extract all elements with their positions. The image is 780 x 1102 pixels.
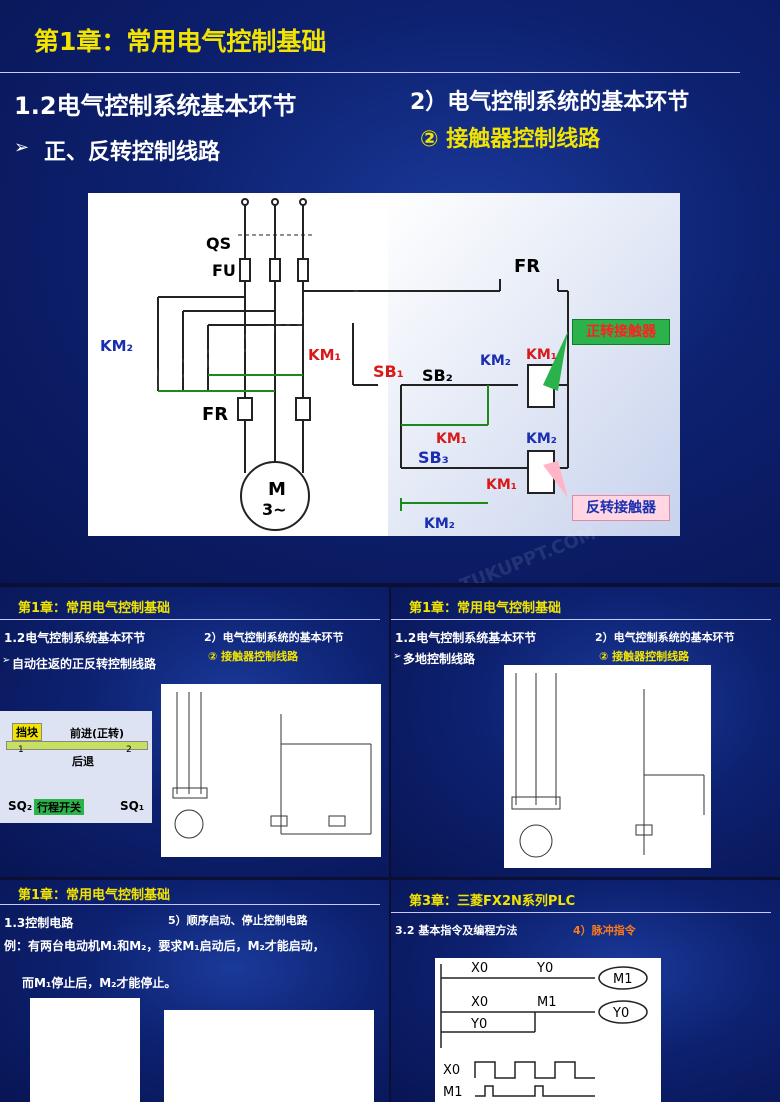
- label-km2-left: KM₂: [100, 337, 133, 355]
- thumb2-sub-item: ② 接触器控制线路: [599, 650, 690, 663]
- label-sb2: SB₂: [422, 366, 453, 385]
- ladder-x0a: X0: [471, 961, 488, 976]
- thumb3-sub-heading: 5）顺序启动、停止控制电路: [168, 914, 308, 927]
- thumb3-text2: 而M₁停止后，M₂才能停止。: [22, 976, 177, 990]
- label-km2-coil: KM₂: [526, 431, 557, 447]
- thumb4-sub-item: 4）脉冲指令: [573, 924, 636, 937]
- thumb3-circuit-right: [164, 1010, 374, 1102]
- thumb-slide-4[interactable]: 第3章：三菱FX2N系列PLC 3.2 基本指令及编程方法 4）脉冲指令 X0 …: [391, 880, 780, 1102]
- label-km2-bottom: KM₂: [424, 516, 455, 532]
- callout-forward-box: 正转接触器: [572, 319, 670, 345]
- thumb1-sq1: SQ₁: [120, 799, 145, 813]
- sub-item: ② 接触器控制线路: [420, 127, 601, 152]
- thumb3-text1: 例：有两台电动机M₁和M₂，要求M₁启动后，M₂才能启动，: [4, 939, 325, 953]
- thumb1-sub-heading: 2）电气控制系统的基本环节: [204, 631, 344, 644]
- thumb1-divider: [0, 619, 380, 620]
- thumb3-circuit-left: [30, 998, 140, 1102]
- thumb1-n2: 2: [126, 745, 132, 755]
- motor-3-label: 3~: [262, 500, 287, 519]
- thumb2-bullet: 多地控制线路: [403, 652, 476, 666]
- circuit-diagram: QS FU FR KM₂ KM₁ FR M 3~ SB₁ SB₂ KM₂ KM₁…: [88, 193, 680, 536]
- callout-reverse-text: 反转接触器: [586, 500, 656, 516]
- bullet-text: 正、反转控制线路: [44, 140, 221, 165]
- ladder-y0c: Y0: [470, 1017, 487, 1032]
- motor-symbol: [240, 461, 310, 531]
- thumb4-ladder-svg: X0 Y0 M1 X0 M1 Y0 Y0 X0 M1: [440, 961, 648, 1100]
- label-fr-top: FR: [514, 256, 540, 277]
- grid-separator-v: [389, 587, 391, 1102]
- thumb1-arrow-icon: ➢: [2, 655, 11, 666]
- section-title: 1.2电气控制系统基本环节: [14, 92, 297, 120]
- grid-separator-h2: [0, 877, 780, 880]
- ladder-y0a: Y0: [536, 961, 553, 976]
- label-fr-left: FR: [202, 404, 228, 425]
- thumb-slide-2[interactable]: 第1章：常用电气控制基础 1.2电气控制系统基本环节 2）电气控制系统的基本环节…: [391, 587, 780, 877]
- label-km1-main: KM₁: [308, 346, 341, 364]
- label-km1-coil: KM₁: [526, 347, 557, 363]
- thumb4-chapter: 第3章：三菱FX2N系列PLC: [409, 894, 576, 909]
- thumb4-ladder: X0 Y0 M1 X0 M1 Y0 Y0 X0 M1: [435, 958, 661, 1102]
- thumb1-bullet: 自动往返的正反转控制线路: [12, 657, 157, 671]
- label-km2-contact: KM₂: [480, 353, 511, 369]
- callout-reverse-pointer: [543, 461, 568, 498]
- callout-forward-text: 正转接触器: [586, 324, 656, 340]
- label-sb3: SB₃: [418, 448, 449, 467]
- callout-reverse-box: 反转接触器: [572, 495, 670, 521]
- thumb1-sub-item: ② 接触器控制线路: [208, 650, 299, 663]
- main-slide: 第1章：常用电气控制基础 1.2电气控制系统基本环节 ➢ 正、反转控制线路 2）…: [0, 0, 780, 583]
- thumb2-arrow-icon: ➢: [393, 651, 402, 662]
- ladder-m1b: M1: [537, 995, 557, 1010]
- thumb1-chapter: 第1章：常用电气控制基础: [18, 601, 171, 616]
- ladder-x0b: X0: [471, 995, 488, 1010]
- thumb1-backward: 后退: [72, 755, 94, 768]
- ladder-y0b: Y0: [612, 1006, 629, 1021]
- thumb3-chapter: 第1章：常用电气控制基础: [18, 888, 171, 903]
- thumb-slide-1[interactable]: 第1章：常用电气控制基础 1.2电气控制系统基本环节 2）电气控制系统的基本环节…: [0, 587, 389, 877]
- circuit-svg: QS FU FR KM₂ KM₁ FR M 3~ SB₁ SB₂ KM₂ KM₁…: [100, 193, 680, 536]
- chapter-title: 第1章：常用电气控制基础: [34, 27, 327, 56]
- timing-m1: M1: [443, 1085, 463, 1100]
- thumb1-section: 1.2电气控制系统基本环节: [4, 631, 146, 645]
- thumb1-legend: 挡块 前进(正转) 后退 1 2 SQ₂ 行程开关 SQ₁: [0, 711, 152, 823]
- thumb3-divider: [0, 904, 380, 905]
- timing-x0: X0: [443, 1063, 460, 1078]
- thumb4-divider: [391, 912, 771, 913]
- title-divider: [0, 72, 740, 73]
- label-km1-inter: KM₁: [486, 477, 517, 493]
- label-km1-lock: KM₁: [436, 431, 467, 447]
- thumb1-block-tag: 挡块: [12, 723, 42, 741]
- thumb2-chapter: 第1章：常用电气控制基础: [409, 601, 562, 616]
- ladder-m1a: M1: [613, 972, 633, 987]
- thumb1-n1: 1: [18, 745, 24, 755]
- thumb1-limit-tag: 行程开关: [34, 799, 84, 815]
- thumb1-circuit: [161, 684, 381, 857]
- thumb-slide-3[interactable]: 第1章：常用电气控制基础 1.3控制电路 5）顺序启动、停止控制电路 例：有两台…: [0, 880, 389, 1102]
- thumb4-section: 3.2 基本指令及编程方法: [395, 924, 518, 937]
- thumb1-forward: 前进(正转): [70, 727, 125, 740]
- thumb2-section: 1.2电气控制系统基本环节: [395, 631, 537, 645]
- grid-separator-h: [0, 583, 780, 587]
- thumb3-section: 1.3控制电路: [4, 916, 74, 930]
- label-qs: QS: [206, 234, 231, 253]
- thumb2-circuit-svg: [511, 673, 705, 858]
- thumb2-divider: [391, 619, 771, 620]
- thumb2-circuit: [504, 665, 711, 868]
- thumb1-sq2: SQ₂: [8, 799, 33, 813]
- thumb1-circuit-svg: [172, 692, 372, 839]
- thumb2-sub-heading: 2）电气控制系统的基本环节: [595, 631, 735, 644]
- label-fu: FU: [212, 261, 236, 280]
- callout-forward-pointer: [543, 331, 568, 391]
- sub-heading: 2）电气控制系统的基本环节: [410, 90, 690, 115]
- motor-m-label: M: [268, 479, 286, 500]
- thumb1-rail: [6, 741, 148, 750]
- label-sb1: SB₁: [373, 362, 404, 381]
- bullet-arrow-icon: ➢: [14, 137, 30, 158]
